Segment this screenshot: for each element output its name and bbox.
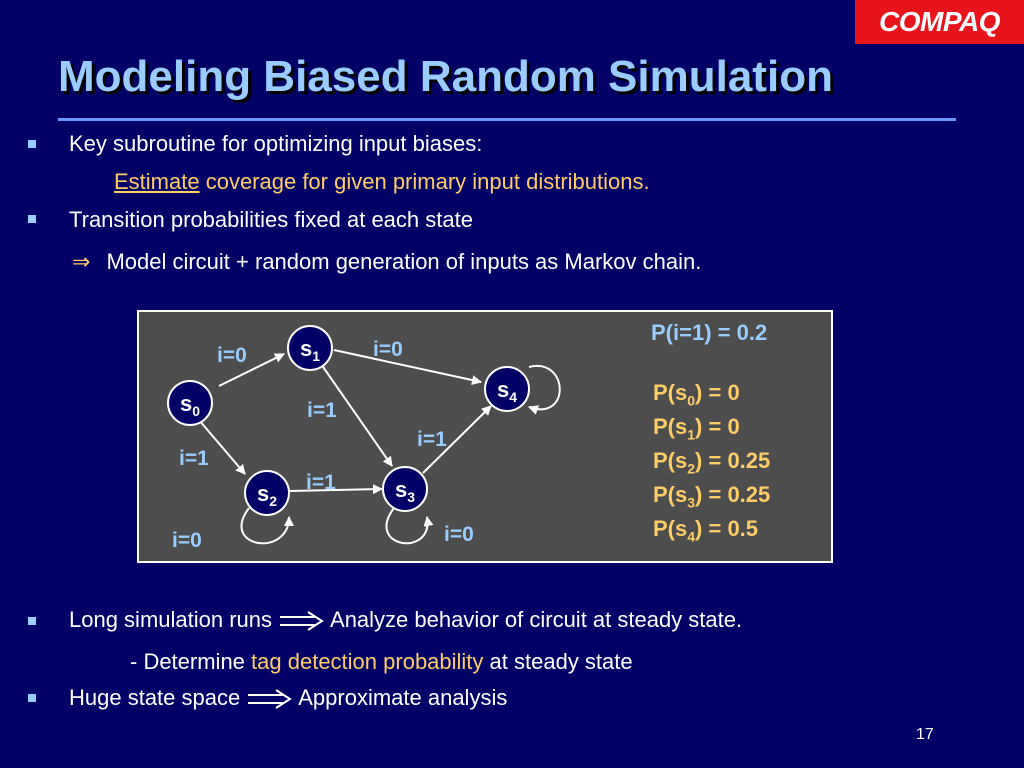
state-node-s1 [287,325,333,371]
logo-text: COMPAQ [879,6,1000,37]
bullet-4-text: Huge state space Approximate analysis [69,685,507,711]
self-loop-s2 [240,507,294,545]
bullet-marker [28,215,36,223]
edge-s1-s3 [320,363,393,467]
state-label-s3: s3 [395,477,415,505]
edge-s3-s4 [422,405,492,474]
state-label-s2: s2 [257,481,277,509]
bullet-marker [28,617,36,625]
title-divider [58,118,956,121]
state-node-s2 [244,470,290,516]
bullet-3-subline: - Determine tag detection probability at… [130,649,633,675]
state-prob-s2: P(s2) = 0.25 [653,448,771,477]
bullet-1-sub-rest: coverage for given primary input distrib… [199,169,650,194]
edge-label-s2-s3: i=1 [306,471,336,494]
state-prob-s1: P(s1) = 0 [653,414,740,443]
slide-title: Modeling Biased Random Simulation [58,52,833,101]
bullet-4-pre: Huge state space [69,685,241,710]
bullet-2-subline: ⇒ Model circuit + random generation of in… [72,249,701,275]
input-probability: P(i=1) = 0.2 [651,320,768,345]
edge-label-s0-s1: i=0 [217,344,247,367]
implies-arrow-icon [248,689,293,710]
edge-label-s0-s2: i=1 [179,447,209,470]
bullet-1-subline: Estimate coverage for given primary inpu… [114,169,650,195]
edge-s2-s3 [288,484,383,495]
edge-label-s3-s4: i=1 [417,428,447,451]
tag-detection-highlight: tag detection probability [251,649,484,674]
state-node-s4 [484,366,530,412]
state-label-s4: s4 [497,377,517,405]
state-label-s1: s1 [300,336,320,364]
state-node-s3 [382,466,428,512]
self-loop-s3 [385,507,434,545]
implies-arrow-icon [280,611,324,632]
state-prob-s4: P(s4) = 0.5 [653,516,759,545]
bullet-3-sub-post: at steady state [483,649,633,674]
edge-s0-s2 [198,419,246,475]
implies-arrow-icon: ⇒ [72,249,91,274]
bullet-marker [28,140,36,148]
bullet-2-text: Transition probabilities fixed at each s… [69,207,473,232]
bullet-4-post: Approximate analysis [298,685,508,710]
estimate-link[interactable]: Estimate [114,169,200,194]
bullet-3-post: Analyze behavior of circuit at steady st… [330,607,743,632]
edge-label-s2-self: i=0 [172,529,202,552]
markov-chain-svg: s0 s1 s2 s3 s4 i=0 i=1 i=0 i=1 i=1 i=1 i… [167,325,561,552]
edge-s0-s1 [218,353,285,387]
bullet-3-sub-pre: - Determine [130,649,252,674]
self-loop-s4 [528,364,561,415]
edge-label-s1-s4: i=0 [373,338,403,361]
bullet-3-pre: Long simulation runs [69,607,273,632]
state-prob-s3: P(s3) = 0.25 [653,482,771,511]
bullet-3-text: Long simulation runs Analyze behavior of … [69,607,742,633]
state-node-s0 [167,380,213,426]
state-label-s0: s0 [180,391,200,419]
compaq-logo: COMPAQ [855,0,1024,44]
edge-label-s1-s3: i=1 [307,399,337,422]
markov-chain-diagram: s0 s1 s2 s3 s4 i=0 i=1 i=0 i=1 i=1 i=1 i… [137,310,833,563]
bullet-2-sub-text: Model circuit + random generation of inp… [106,249,702,274]
bullet-1-text: Key subroutine for optimizing input bias… [69,131,483,156]
edge-s1-s4 [333,349,482,385]
edge-label-s3-self: i=0 [444,523,474,546]
state-prob-s0: P(s0) = 0 [653,380,740,409]
bullet-marker [28,694,36,702]
page-number: 17 [916,726,934,743]
